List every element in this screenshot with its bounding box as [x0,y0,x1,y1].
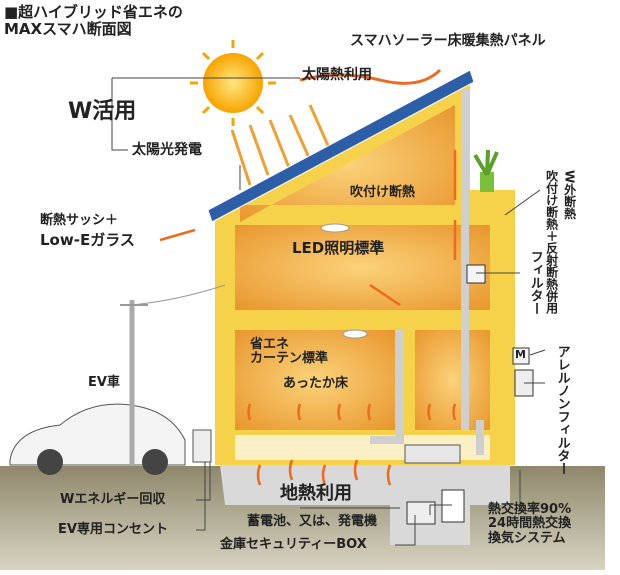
label-w-insulation-b: 吹付け断熱＋反射断熱併用 [544,170,559,314]
room-2f [235,225,490,310]
safe-box [441,489,465,523]
label-heat-exchange: 熱交換率90% 24時間熱交換 換気システム [488,502,572,546]
battery-box [406,501,436,525]
label-solar-power: 太陽光発電 [132,142,202,158]
sunlight-arrows [230,68,442,186]
led-light [320,223,350,233]
label-ev-outlet: EV専用コンセント [58,522,168,537]
label-safe-box: 金庫セキュリティーBOX [220,537,367,552]
eco-curtain-line-2: カーテン標準 [250,351,329,367]
filter-box [466,264,486,284]
ev-outlet [192,429,212,463]
solar-panel-roof [207,69,475,223]
heat-exchange-line-2: 24時間熱交換 [488,516,572,532]
motor-box [512,347,530,365]
ventilation-unit [404,444,461,464]
label-allergen-filter: アレルノンフィルター [554,345,570,475]
label-filter: フィルター [527,250,543,315]
label-w-insulation-a: W外断熱 [562,170,577,220]
label-spray-insulation: 吹付け断熱 [350,185,416,200]
title-line-1: ■超ハイブリッド省エネの [4,3,183,21]
label-geothermal: 地熱利用 [280,483,352,504]
plant-icon [473,149,499,192]
label-solar-heat-panel: スマハソーラー床暖集熱パネル [350,33,546,49]
label-w-use: W活用 [68,99,137,124]
foundation [220,465,510,545]
ev-car-icon [9,403,186,475]
heat-exchange-line-3: 換気システム [488,530,566,546]
label-sash: 断熱サッシ＋ [40,213,119,228]
ventilation-ducts [370,90,484,455]
title-line-2: MAXスマハ断面図 [4,19,132,38]
sun-icon [190,40,276,126]
motor-label: M [515,348,526,361]
label-low-e: Low-Eガラス [40,231,135,249]
heat-exchange-line-1: 熱交換率90% [488,502,572,517]
label-led: LED照明標準 [292,239,385,257]
leader-lines [111,77,546,546]
label-w-energy: Wエネルギー回収 [60,492,166,507]
label-solar-heat-use: 太陽熱利用 [302,67,372,83]
label-eco-curtain: 省エネ カーテン標準 [250,337,329,367]
led-light [342,329,368,339]
label-battery: 蓄電池、又は、発電機 [247,514,378,529]
label-warm-floor: あったか床 [283,376,349,391]
label-ev-car: EV車 [88,375,120,390]
eco-curtain-line-1: 省エネ [250,337,290,352]
attic [240,105,455,222]
heat-arrows [159,150,457,486]
diagram-title: ■超ハイブリッド省エネの MAXスマハ断面図 [4,4,183,37]
